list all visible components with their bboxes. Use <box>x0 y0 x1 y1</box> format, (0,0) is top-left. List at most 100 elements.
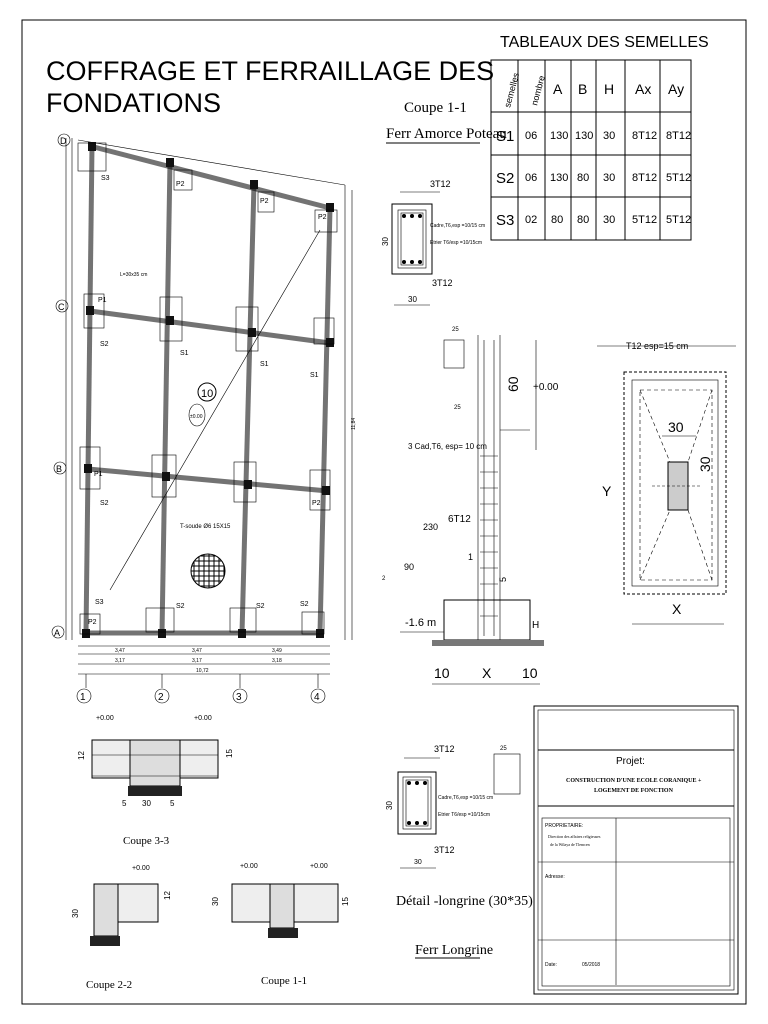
row3-a: 80 <box>551 214 563 226</box>
c22-12: 12 <box>163 891 172 900</box>
row1-sem: S1 <box>496 128 514 145</box>
sheet-border <box>21 19 747 1005</box>
beam-col-4 <box>317 207 333 634</box>
row1-h: 30 <box>603 130 615 142</box>
adresse-label: Adresse: <box>545 874 565 880</box>
coupe11-subtitle: Ferr Amorce Poteau <box>386 126 507 142</box>
c33-5a: 5 <box>122 799 127 808</box>
label-s1-c3: S1 <box>310 372 319 379</box>
foundation-plan: D C B A 3,47 3,47 3,49 3,17 3,17 3,18 10… <box>51 133 357 704</box>
row3-ax: 5T12 <box>632 214 657 226</box>
c33-15: 15 <box>225 749 234 758</box>
axis-col-4: 4 <box>314 692 320 703</box>
beam-col-1 <box>83 145 95 634</box>
c33-level-a: +0.00 <box>96 715 114 722</box>
row2-ay: 5T12 <box>666 172 691 184</box>
detail-longrine: 3T12 25 Cadre,T6,esp =10/15 cm Etrier T6… <box>385 744 533 959</box>
section-diagonal <box>109 229 321 591</box>
dl-dim-w: 30 <box>414 859 422 866</box>
elev-10a: 10 <box>434 665 450 681</box>
th-a: A <box>553 81 563 97</box>
elev-25b: 25 <box>454 405 461 411</box>
coupe11-dim-w: 30 <box>408 295 417 304</box>
ps-30-y: 30 <box>697 456 713 472</box>
label-s2-b: S2 <box>100 500 109 507</box>
dl-bottom-bars: 3T12 <box>434 845 455 855</box>
label-p1-b: P1 <box>94 471 103 478</box>
row3-nombre: 02 <box>525 214 537 226</box>
dl-dim-h: 30 <box>385 801 394 810</box>
label-s2-c: S2 <box>100 341 109 348</box>
row3-sem: S3 <box>496 212 514 229</box>
row1-ax: 8T12 <box>632 130 657 142</box>
label-s2-a: S2 <box>176 603 185 610</box>
label-s1-c: S1 <box>180 350 189 357</box>
level-tag: ±0.00 <box>190 414 203 420</box>
label-p2-a: P2 <box>88 619 97 626</box>
total-dim: 10,72 <box>196 668 209 674</box>
row2-ax: 8T12 <box>632 172 657 184</box>
coupe11-title: Coupe 1-1 <box>404 100 467 116</box>
row2-sem: S2 <box>496 170 514 187</box>
th-h: H <box>604 81 614 97</box>
longrine-note: L=30x35 cm <box>120 272 147 278</box>
dl-box: 25 <box>500 746 507 752</box>
ps-x: X <box>672 601 682 617</box>
row2-a: 130 <box>550 172 568 184</box>
date-value: 05/2018 <box>582 962 600 968</box>
c11-30: 30 <box>211 897 220 906</box>
c11-level-a: +0.00 <box>240 863 258 870</box>
elev-10b: 10 <box>522 665 538 681</box>
footing-plan-detail: T12 esp=15 cm 30 30 Y X <box>597 341 736 625</box>
label-s2-a3: S2 <box>300 601 309 608</box>
projet-label: Projet: <box>616 756 645 767</box>
beam-row-d <box>89 143 331 211</box>
row1-ay: 8T12 <box>666 130 691 142</box>
row1-nombre: 06 <box>525 130 537 142</box>
c33-12: 12 <box>77 751 86 760</box>
proprietaire-2: de la Wilaya de Tlemcen <box>550 842 590 847</box>
axis-row-b: B <box>56 464 62 474</box>
elev-230: 230 <box>423 522 438 532</box>
beam-col-2 <box>159 161 173 634</box>
row1-b: 130 <box>575 130 593 142</box>
label-s3-a: S3 <box>95 599 104 606</box>
side-dim: 11,84 <box>351 418 357 430</box>
footing-elevation: 25 25 60 +0.00 3 Cad,T6, esp= 10 cm 6T12… <box>382 327 559 685</box>
ps-30-x: 30 <box>668 419 684 435</box>
row3-h: 30 <box>603 214 615 226</box>
row2-nombre: 06 <box>525 172 537 184</box>
span2-2: 3,17 <box>192 658 202 664</box>
coupe11-etrier: Etrier T6/esp =10/15cm <box>430 240 482 246</box>
date-label: Date: <box>545 962 557 968</box>
coupe-3-3: +0.00 +0.00 12 15 5 30 5 Coupe 3-3 <box>77 715 234 847</box>
title-block: Projet: CONSTRUCTION D'UNE ECOLE CORANIQ… <box>533 705 739 995</box>
elev-cadres: 3 Cad,T6, esp= 10 cm <box>408 442 487 451</box>
span2-3: 3,18 <box>272 658 282 664</box>
coupe11-cadre: Cadre,T6,esp =10/15 cm <box>430 223 485 229</box>
th-ax: Ax <box>635 81 651 97</box>
elev-90: 90 <box>404 562 414 572</box>
beam-col-3 <box>239 183 257 634</box>
elev-h: H <box>532 620 539 631</box>
treillis-label: T-soude Ø6 15X15 <box>180 524 231 530</box>
row2-h: 30 <box>603 172 615 184</box>
elev-depth: -1.6 m <box>405 617 436 629</box>
detail-marker <box>197 382 217 402</box>
dl-top-bars: 3T12 <box>434 744 455 754</box>
c33-title: Coupe 3-3 <box>123 835 170 847</box>
row3-ay: 5T12 <box>666 214 691 226</box>
coupe11-dim-h: 30 <box>381 237 390 246</box>
projet-name-1: CONSTRUCTION D'UNE ECOLE CORANIQUE + <box>566 778 702 784</box>
span2-1: 3,17 <box>115 658 125 664</box>
elev-6t12: 6T12 <box>448 514 471 525</box>
c22-title: Coupe 2-2 <box>86 979 132 991</box>
axis-col-1: 1 <box>80 692 86 703</box>
proprietaire-label: PROPRIETAIRE: <box>545 823 583 829</box>
semelles-table: TABLEAUX DES SEMELLES semelles nombre A … <box>490 34 709 241</box>
label-s1-c2: S1 <box>260 361 269 368</box>
dl-ferr: Ferr Longrine <box>415 943 493 958</box>
elev-60: 60 <box>505 376 521 392</box>
coupe-1-1-amorce: Coupe 1-1 Ferr Amorce Poteau 3T12 Cadre,… <box>381 100 507 306</box>
